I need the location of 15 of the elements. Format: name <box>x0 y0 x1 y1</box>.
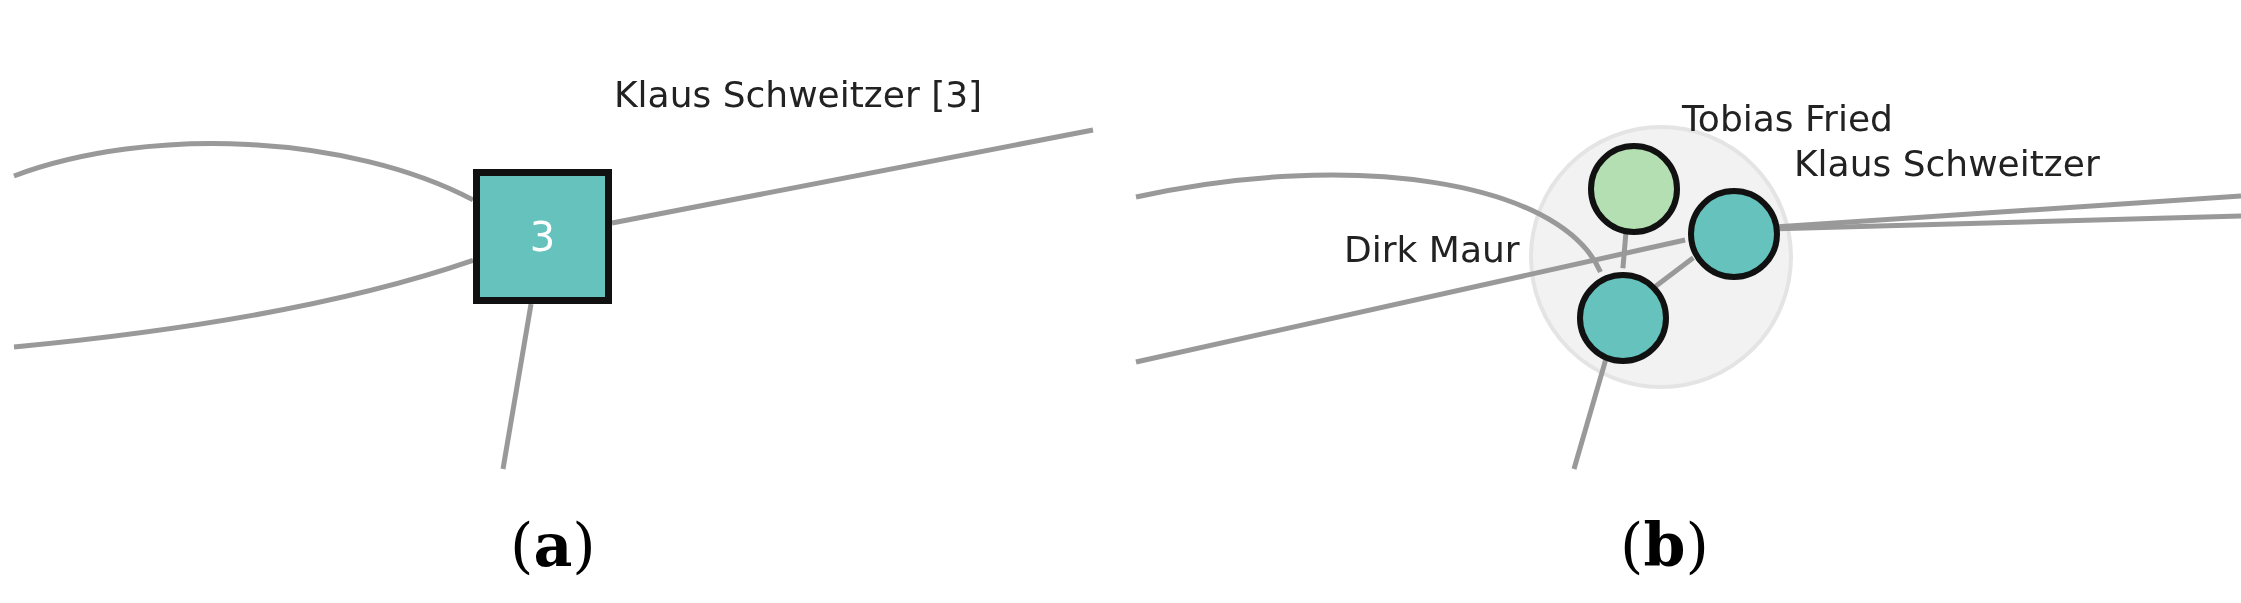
node-label: Dirk Maur <box>1344 230 1520 270</box>
node-label: Tobias Fried <box>1682 99 1893 139</box>
edge-line <box>1135 237 1686 365</box>
edge-line <box>1135 172 1603 274</box>
panel-caption: (a) <box>510 510 596 580</box>
node-label: Klaus Schweitzer <box>1794 144 2100 184</box>
node-label: Klaus Schweitzer [3] <box>614 75 983 115</box>
edge-line <box>1571 357 1609 470</box>
edge-line <box>13 141 475 203</box>
square-node: 3 <box>473 169 612 304</box>
edge-line <box>611 127 1094 226</box>
edge-line <box>13 258 474 350</box>
edge-line <box>1654 255 1695 289</box>
panel-caption: (b) <box>1620 510 1709 580</box>
edge-line <box>500 303 534 470</box>
